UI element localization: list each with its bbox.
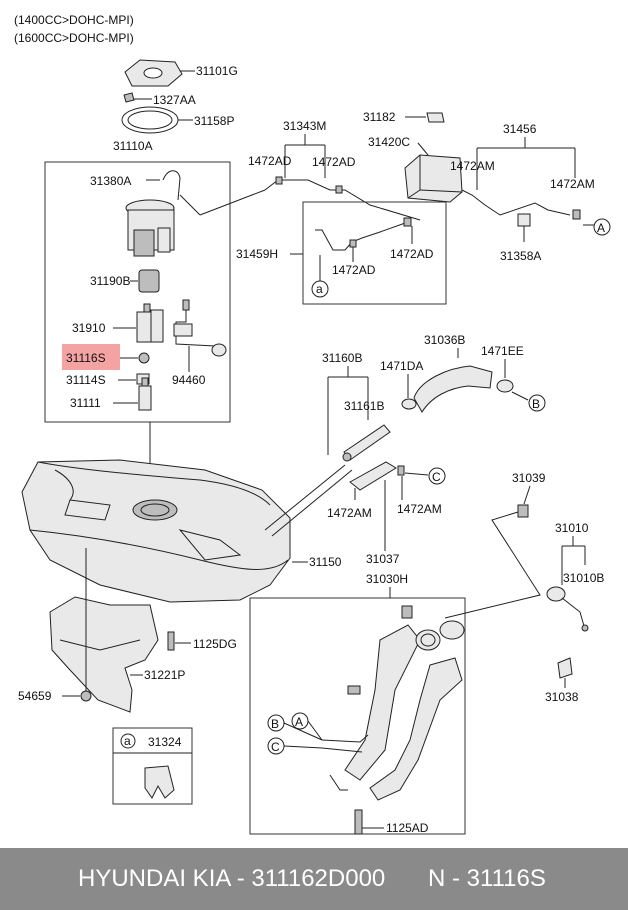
- label-1472AD-2: 1472AD: [312, 155, 356, 169]
- label-31111: 31111: [70, 396, 101, 410]
- label-1472AM-1: 1472AM: [450, 159, 495, 173]
- detail-box-31459H: [302, 201, 447, 305]
- label-31158P: 31158P: [194, 114, 234, 128]
- pump-module-box: [44, 161, 231, 423]
- label-1472AD-4: 1472AD: [390, 247, 434, 261]
- hose-31037: [349, 461, 397, 491]
- footer-brand-part-number: HYUNDAI KIA - 311162D000: [78, 865, 386, 892]
- clamp-1471DA: [401, 398, 417, 410]
- label-31010B: 31010B: [563, 571, 604, 585]
- detail-box-31324: [112, 727, 193, 805]
- callout-A-top: [593, 218, 611, 236]
- pump-motor-31111: [138, 377, 152, 411]
- label-31039: 31039: [512, 471, 546, 485]
- plug-54659: [80, 690, 92, 702]
- vent-line: [444, 511, 541, 619]
- label-31101G: 31101G: [196, 64, 238, 78]
- cover-31101G: [124, 59, 183, 87]
- fuel-pump-assembly: [125, 170, 181, 257]
- label-31038: 31038: [545, 690, 579, 704]
- filler-hose-31036B: [413, 365, 493, 413]
- sender-94460: [173, 299, 227, 357]
- vapor-hose-31459H: [315, 221, 409, 251]
- callout-C-top-letter: C: [432, 470, 441, 484]
- label-31324: 31324: [148, 735, 182, 749]
- clamp-1471EE: [496, 379, 514, 393]
- label-31190B: 31190B: [90, 274, 130, 288]
- breather-pipe-31161B: [343, 424, 391, 461]
- label-31036B: 31036B: [424, 333, 465, 347]
- fuel-tank-31150: [21, 459, 291, 603]
- callout-a-box-letter: a: [316, 282, 323, 296]
- engine-spec-1400: (1400CC>DOHC-MPI): [14, 13, 134, 27]
- label-94460: 94460: [172, 373, 206, 387]
- oring-31116S: [138, 352, 150, 364]
- bolt-1125AD: [354, 809, 363, 835]
- part-number-footer: HYUNDAI KIA - 311162D000 N - 31116S: [0, 848, 628, 910]
- label-1472AD-1: 1472AD: [248, 154, 292, 168]
- label-1125AD: 1125AD: [386, 821, 429, 835]
- fuel-cap-31010: [546, 586, 589, 632]
- callout-A-bottom-letter: A: [295, 715, 303, 729]
- bolt-31039: [517, 504, 529, 518]
- callout-a-small-letter: a: [124, 734, 131, 748]
- label-1327AA: 1327AA: [153, 93, 196, 107]
- label-31459H: 31459H: [236, 247, 278, 261]
- filter-31910: [136, 303, 164, 343]
- label-31116S: 31116S: [66, 351, 106, 365]
- callout-B-top: [528, 394, 546, 412]
- label-31910: 31910: [72, 321, 106, 335]
- callout-a-box: [311, 280, 329, 298]
- bolt-1125DG: [167, 631, 175, 651]
- label-31221P: 31221P: [144, 668, 185, 682]
- callout-B-top-letter: B: [532, 397, 540, 411]
- label-1471EE: 1471EE: [481, 344, 524, 358]
- canister-31420C: [404, 154, 463, 203]
- label-31161B: 31161B: [344, 399, 384, 413]
- label-31456: 31456: [503, 122, 537, 136]
- callout-C-bottom-letter: C: [271, 740, 280, 754]
- label-31358A: 31358A: [500, 249, 541, 263]
- label-31010: 31010: [555, 521, 589, 535]
- cap-31182: [426, 112, 445, 123]
- label-plate-31038: [557, 657, 573, 679]
- heat-shield-31221P: [49, 596, 159, 713]
- callout-a-small: [120, 733, 136, 749]
- label-1472AM-4: 1472AM: [397, 502, 442, 516]
- label-31160B: 31160B: [322, 351, 362, 365]
- filter-31190B: [138, 269, 160, 293]
- label-31030H: 31030H: [366, 572, 408, 586]
- label-31182: 31182: [363, 110, 396, 124]
- label-31380A: 31380A: [90, 174, 131, 188]
- footer-part-label: N - 31116S: [428, 865, 546, 892]
- label-31114S: 31114S: [66, 373, 106, 387]
- label-1472AD-3: 1472AD: [332, 263, 376, 277]
- label-1125DG: 1125DG: [193, 637, 237, 651]
- label-31420C: 31420C: [368, 135, 410, 149]
- callout-A-top-letter: A: [597, 221, 605, 235]
- vapor-hose-31456: [461, 189, 571, 216]
- filler-neck-31030H: [321, 605, 465, 801]
- clip-31358A: [517, 213, 531, 227]
- label-31343M: 31343M: [283, 119, 326, 133]
- label-31150: 31150: [309, 555, 342, 569]
- label-1471DA: 1471DA: [380, 359, 423, 373]
- label-31037: 31037: [366, 552, 400, 566]
- callout-B-bottom-letter: B: [271, 717, 279, 731]
- clip-31324: [144, 765, 175, 799]
- highlight-31116S: [62, 344, 120, 370]
- callout-C-top: [428, 467, 446, 485]
- label-1472AM-2: 1472AM: [550, 177, 595, 191]
- engine-spec-1600: (1600CC>DOHC-MPI): [14, 31, 134, 45]
- label-54659: 54659: [18, 689, 52, 703]
- nut-1327AA: [123, 92, 135, 103]
- label-31110A: 31110A: [113, 139, 153, 153]
- fuel-system-diagram: (1400CC>DOHC-MPI) (1600CC>DOHC-MPI) 3110…: [14, 13, 611, 835]
- label-1472AM-3: 1472AM: [327, 506, 372, 520]
